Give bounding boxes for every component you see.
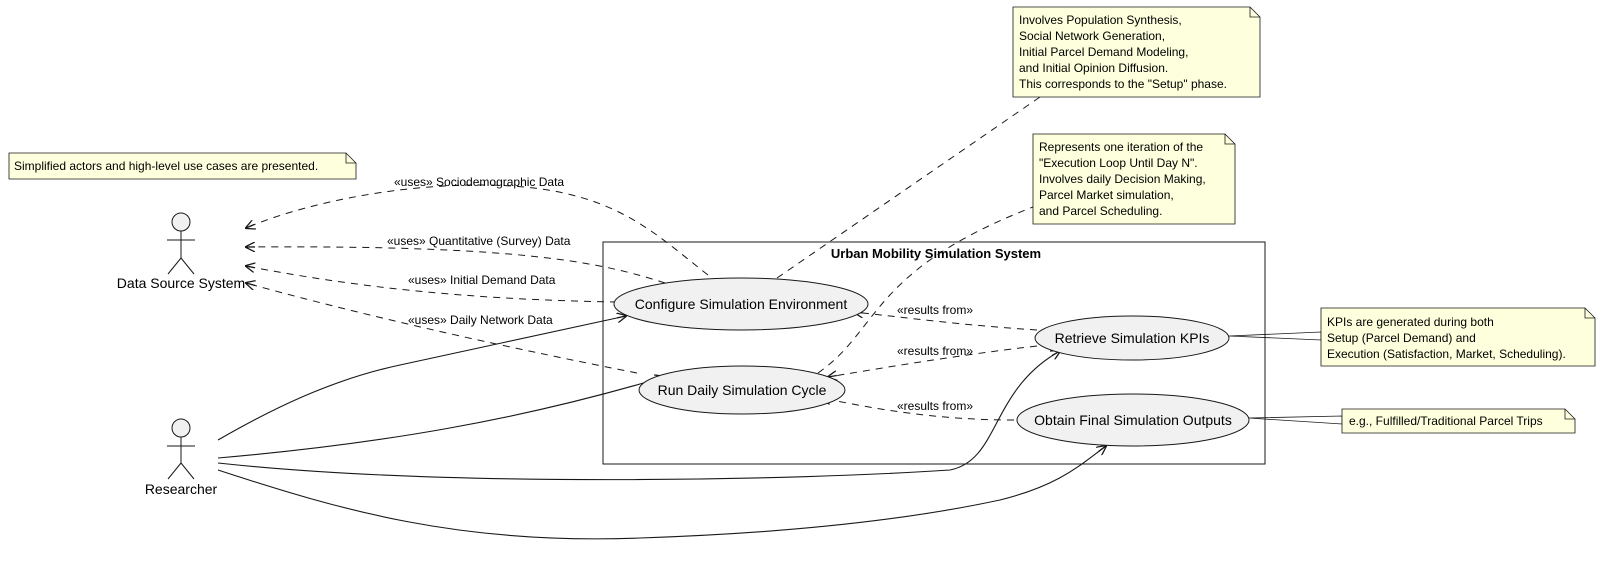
note-setup-line: and Initial Opinion Diffusion. xyxy=(1019,61,1168,75)
label-results-from-1: «results from» xyxy=(897,303,973,317)
system-title: Urban Mobility Simulation System xyxy=(831,246,1041,261)
note-setup-line: Initial Parcel Demand Modeling, xyxy=(1019,45,1188,59)
dep-uses-daily-network xyxy=(246,283,638,374)
associations xyxy=(217,316,1106,540)
dep-results-from-1 xyxy=(854,312,1038,331)
assoc-retrieve-kpis xyxy=(217,351,1060,481)
note-iteration: Represents one iteration of the "Executi… xyxy=(1032,133,1236,225)
uses-dependencies xyxy=(246,184,709,374)
note-iteration-line: "Execution Loop Until Day N". xyxy=(1039,156,1198,170)
note-setup-line: This corresponds to the "Setup" phase. xyxy=(1019,77,1227,91)
note-iteration-line: Involves daily Decision Making, xyxy=(1039,172,1206,186)
assoc-run-daily xyxy=(217,377,664,459)
label-results-from-3: «results from» xyxy=(897,399,973,413)
note-link-outputs xyxy=(1248,415,1343,425)
label-uses-sociodemographic: «uses» Sociodemographic Data xyxy=(394,175,564,189)
svg-text:Represents one iteration of th: Represents one iteration of the "Executi… xyxy=(1039,140,1209,218)
use-case-run-daily-label: Run Daily Simulation Cycle xyxy=(658,382,827,398)
dep-uses-survey xyxy=(246,247,666,284)
label-results-from-2: «results from» xyxy=(897,344,973,358)
actor-researcher[interactable] xyxy=(167,418,195,480)
svg-text:Involves Population Synthesis,: Involves Population Synthesis, Social Ne… xyxy=(1019,13,1227,91)
note-setup-line: Social Network Generation, xyxy=(1019,29,1165,43)
actor-researcher-label: Researcher xyxy=(145,481,218,497)
dep-results-from-2 xyxy=(828,345,1038,377)
note-connector-iteration xyxy=(817,206,1034,374)
note-iteration-line: Represents one iteration of the xyxy=(1039,140,1203,154)
note-setup: Involves Population Synthesis, Social Ne… xyxy=(1012,6,1261,98)
note-kpis-line: Execution (Satisfaction, Market, Schedul… xyxy=(1327,347,1566,361)
use-case-retrieve-kpis-label: Retrieve Simulation KPIs xyxy=(1055,330,1210,346)
assoc-configure xyxy=(217,316,626,441)
note-outputs-line: e.g., Fulfilled/Traditional Parcel Trips xyxy=(1349,414,1543,428)
use-case-obtain-outputs-label: Obtain Final Simulation Outputs xyxy=(1034,412,1232,428)
actor-head-icon xyxy=(171,212,191,232)
note-connectors xyxy=(776,96,1041,374)
use-case-retrieve-kpis[interactable]: Retrieve Simulation KPIs xyxy=(1034,315,1230,361)
label-uses-daily-network: «uses» Daily Network Data xyxy=(408,313,553,327)
actor-data-source-label: Data Source System xyxy=(117,275,245,291)
actor-data-source-system[interactable] xyxy=(167,212,195,275)
use-case-configure-label: Configure Simulation Environment xyxy=(635,296,848,312)
note-kpis: KPIs are generated during both Setup (Pa… xyxy=(1320,307,1596,367)
dep-results-from-3 xyxy=(822,398,1015,421)
use-case-obtain-outputs[interactable]: Obtain Final Simulation Outputs xyxy=(1016,393,1250,447)
use-case-configure[interactable]: Configure Simulation Environment xyxy=(613,277,869,331)
label-uses-survey: «uses» Quantitative (Survey) Data xyxy=(387,234,571,248)
assoc-obtain-outputs xyxy=(217,446,1106,540)
actor-head-icon xyxy=(171,418,191,438)
dep-uses-sociodemographic xyxy=(246,184,709,276)
relation-labels: «uses» Sociodemographic Data «uses» Quan… xyxy=(387,175,973,413)
note-kpis-line: KPIs are generated during both xyxy=(1327,315,1494,329)
label-uses-initial-demand: «uses» Initial Demand Data xyxy=(408,273,556,287)
use-case-run-daily[interactable]: Run Daily Simulation Cycle xyxy=(638,365,846,415)
note-iteration-line: Parcel Market simulation, xyxy=(1039,188,1174,202)
note-iteration-line: and Parcel Scheduling. xyxy=(1039,204,1162,218)
results-dependencies xyxy=(822,312,1038,421)
note-kpis-line: Setup (Parcel Demand) and xyxy=(1327,331,1476,345)
note-connector-setup xyxy=(776,96,1041,279)
note-setup-line: Involves Population Synthesis, xyxy=(1019,13,1182,27)
note-link-kpis xyxy=(1228,331,1322,341)
note-summary-line: Simplified actors and high-level use cas… xyxy=(14,159,318,173)
system-boundary xyxy=(602,241,1266,465)
svg-text:KPIs are generated during both: KPIs are generated during both Setup (Pa… xyxy=(1327,315,1566,361)
note-outputs: e.g., Fulfilled/Traditional Parcel Trips xyxy=(1341,408,1576,434)
note-summary: Simplified actors and high-level use cas… xyxy=(8,152,357,180)
